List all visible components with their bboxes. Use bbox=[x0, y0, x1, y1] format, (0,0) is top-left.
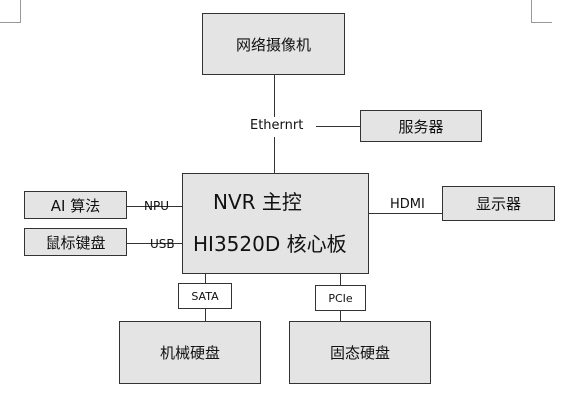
connector-camera-ethernet bbox=[274, 75, 275, 117]
camera-node-label: 网络摄像机 bbox=[235, 35, 311, 54]
core-board-node: NVR 主控 HI3520D 核心板 bbox=[182, 173, 369, 274]
hdmi-label: HDMI bbox=[390, 197, 425, 212]
core-board-title: NVR 主控 bbox=[213, 190, 302, 214]
mouse-keyboard-node-label: 鼠标键盘 bbox=[45, 233, 106, 252]
connector-ethernet-server bbox=[316, 126, 360, 127]
ai-node-label: AI 算法 bbox=[50, 196, 101, 215]
corner-mark-top-right bbox=[531, 0, 552, 23]
connector-core-sata bbox=[205, 274, 206, 283]
camera-node: 网络摄像机 bbox=[202, 13, 345, 75]
corner-mark-top-left bbox=[0, 0, 21, 23]
hdd-node-label: 机械硬盘 bbox=[159, 344, 220, 362]
connector-pcie-ssd bbox=[340, 311, 341, 321]
server-node: 服务器 bbox=[360, 110, 482, 142]
connector-core-display bbox=[369, 213, 442, 214]
connector-ethernet-core bbox=[274, 137, 275, 173]
connector-mouse-usb bbox=[127, 243, 182, 244]
mouse-keyboard-node: 鼠标键盘 bbox=[24, 228, 127, 256]
sata-tag: SATA bbox=[178, 283, 232, 309]
ethernet-label: Ethernrt bbox=[250, 118, 304, 133]
hdd-node: 机械硬盘 bbox=[119, 321, 261, 384]
npu-label: NPU bbox=[144, 199, 169, 213]
connector-sata-hdd bbox=[205, 309, 206, 321]
ai-node: AI 算法 bbox=[24, 191, 127, 219]
display-node: 显示器 bbox=[442, 186, 555, 221]
ssd-node: 固态硬盘 bbox=[289, 321, 431, 384]
pcie-tag: PCIe bbox=[315, 285, 366, 311]
usb-label: USB bbox=[150, 237, 175, 251]
ssd-node-label: 固态硬盘 bbox=[329, 344, 390, 362]
server-node-label: 服务器 bbox=[398, 117, 444, 136]
display-node-label: 显示器 bbox=[475, 195, 521, 213]
sata-label: SATA bbox=[191, 289, 219, 303]
connector-core-pcie bbox=[340, 274, 341, 285]
core-board-subtitle: HI3520D 核心板 bbox=[193, 232, 347, 256]
pcie-label: PCIe bbox=[328, 291, 353, 305]
connector-ai-npu bbox=[127, 206, 182, 207]
